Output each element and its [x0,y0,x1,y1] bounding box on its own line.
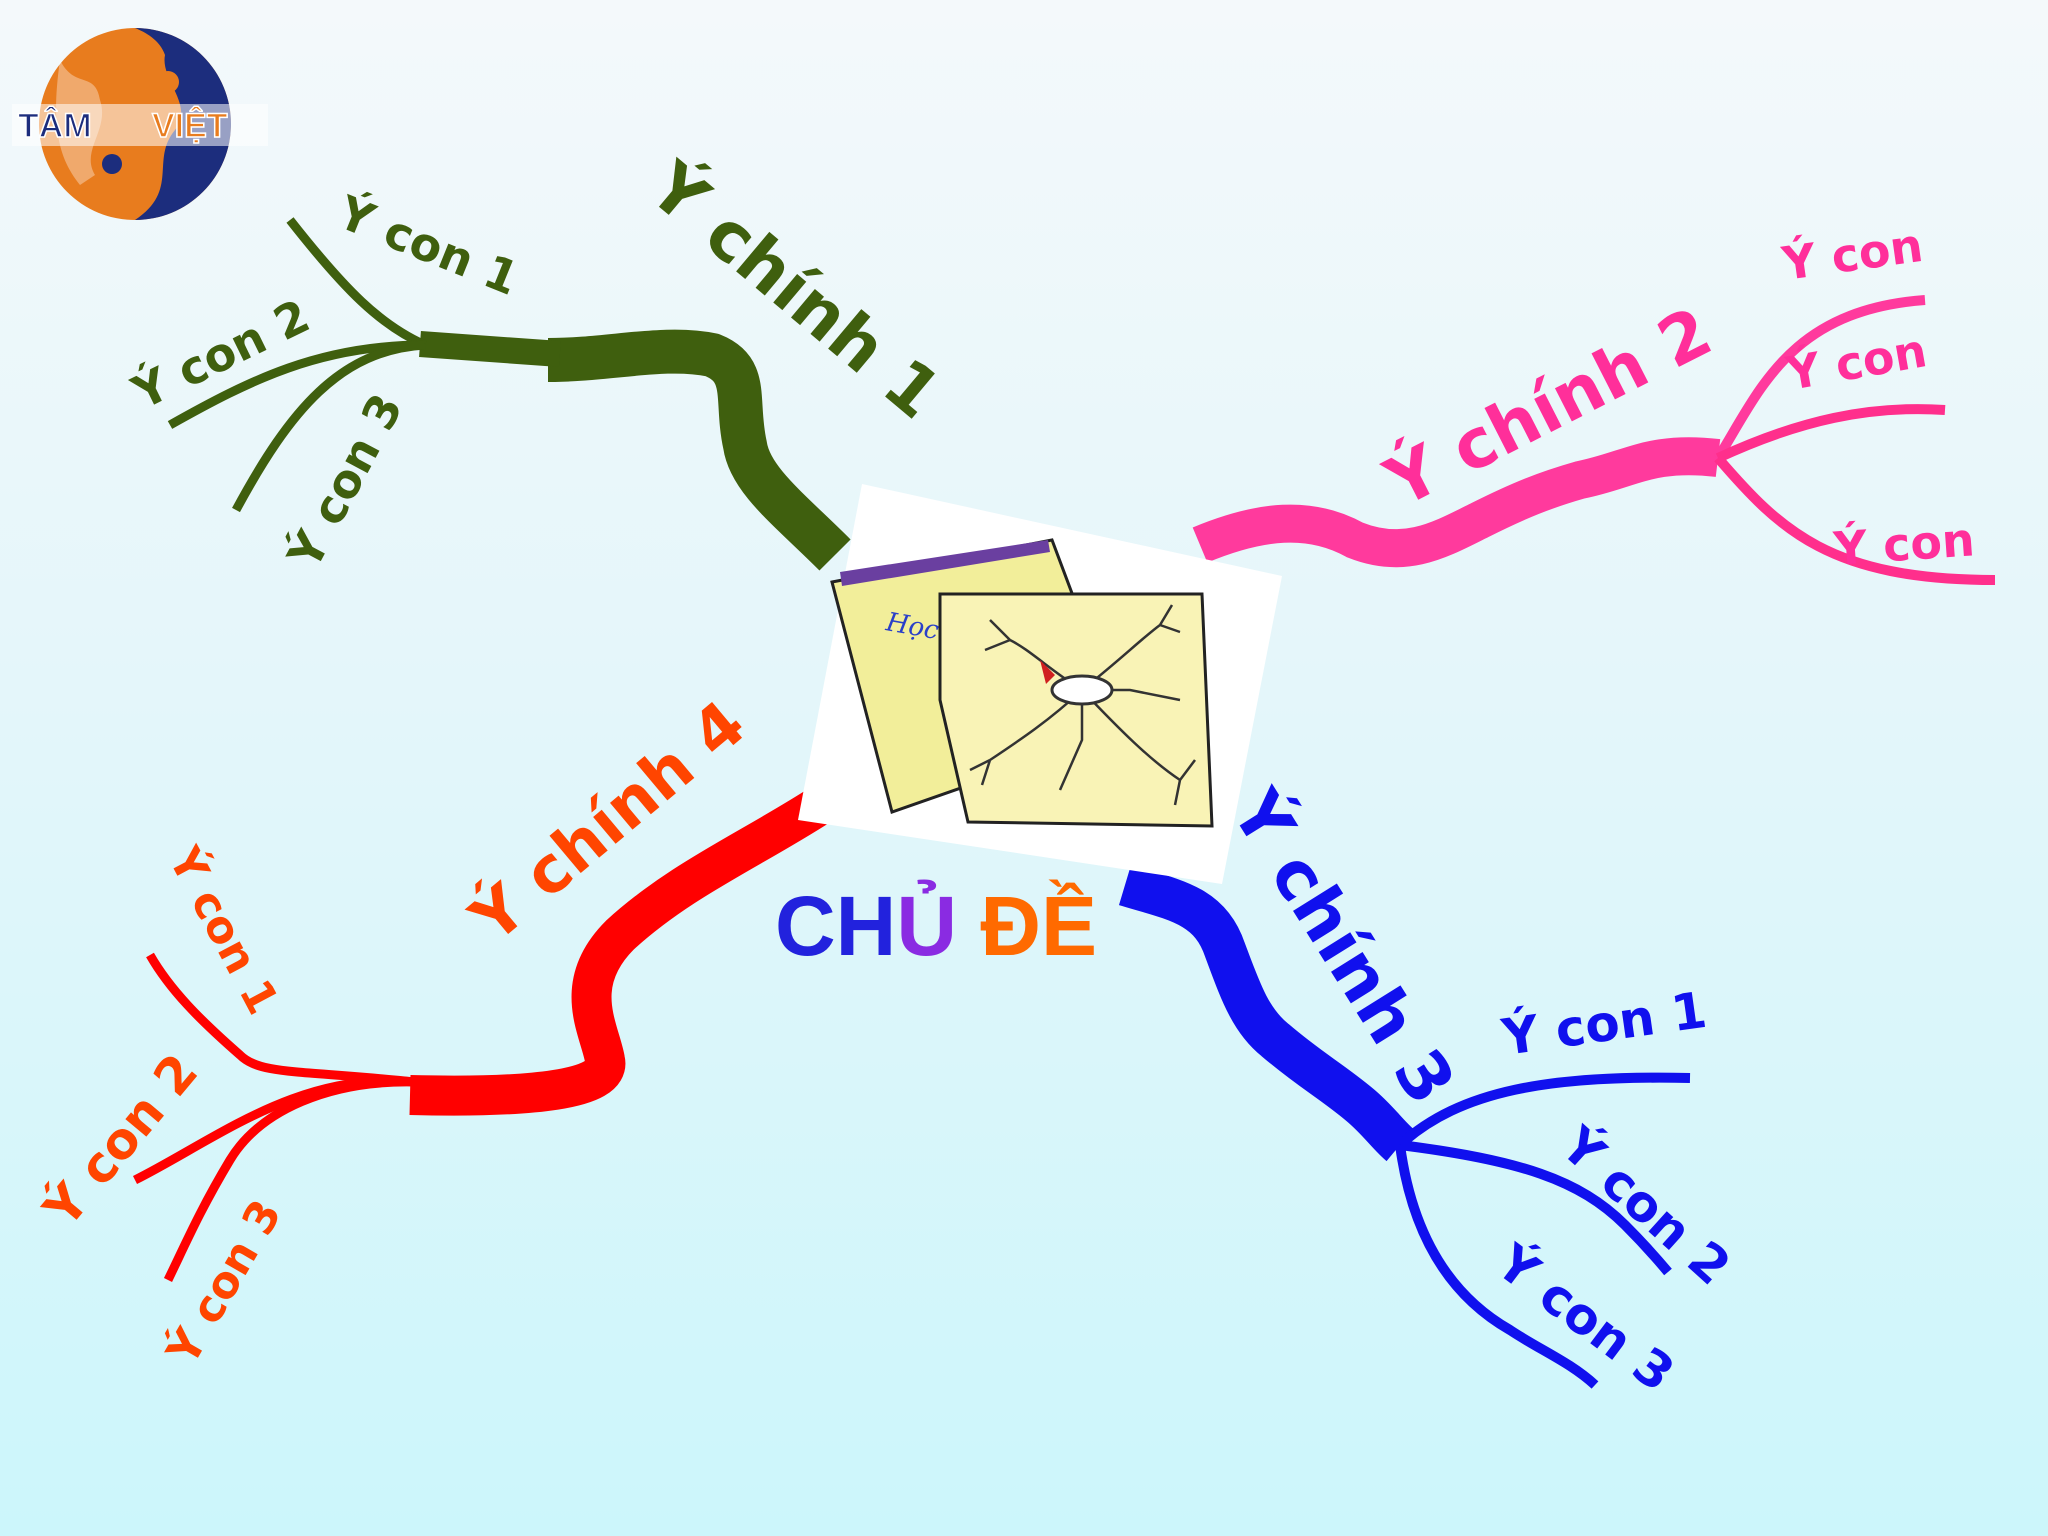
branch-2-thick-line [1192,437,1721,568]
branch-3-sub-1-line [1396,1072,1691,1149]
logo-word-viet: VIỆT [152,107,228,145]
branch-main-idea-4: Ý chính 4 Ý con 1 Ý con 2 Ý con 3 [31,686,831,1374]
title-part-de: ĐỀ [957,879,1097,973]
branch-1-main-label: Ý chính 1 [633,146,955,435]
branch-2-sub-1-line [1713,295,1926,461]
branch-1-thick-line [547,329,851,571]
branch-3-sub-label-2: Ý con 2 [1549,1114,1742,1296]
branch-4-thick-line [409,788,831,1116]
branch-2-sub-2-line [1715,404,1946,463]
branch-1-sub-1-line [286,217,427,350]
central-topic-image: Học ? [798,484,1282,884]
branch-3-thick-line [1118,864,1415,1162]
title-part-ch: CH [775,879,896,973]
branch-3-sub-2-line [1399,1140,1672,1276]
central-topic-title: CHỦ ĐỀ [775,879,1097,973]
mini-mind-map-node [1050,674,1114,706]
branch-2-sub-3-line [1714,454,1996,585]
title-part-u: Ủ [896,879,957,973]
branch-1-sub-2-line [167,340,426,429]
branch-main-idea-1: Ý chính 1 Ý con 1 Ý con 2 Ý con 3 [123,146,956,578]
branch-4-sub-label-2: Ý con 2 [31,1042,209,1238]
branch-3-sub-3-line [1395,1144,1599,1389]
branch-2-sub-label-3: Ý con [1831,511,1976,576]
branch-1-sub-3-line [232,340,426,513]
front-sticky-note [938,592,1214,828]
branch-4-sub-1-line [146,952,416,1087]
branch-4-sub-3-line [163,1077,416,1282]
branch-4-main-label: Ý chính 4 [456,686,760,958]
branch-main-idea-2: Ý chính 2 Ý con Ý con Ý con [1192,217,1996,585]
branch-1-sub-label-1: Ý con 1 [330,184,527,306]
branch-4-sub-label-3: Ý con 3 [155,1190,292,1374]
tam-viet-logo: TÂM VIỆT [12,28,268,220]
branch-3-sub-label-1: Ý con 1 [1497,980,1710,1067]
logo-word-tam: TÂM [18,107,92,145]
branch-2-sub-label-2: Ý con [1781,322,1930,401]
branch-2-sub-label-1: Ý con [1778,217,1926,291]
